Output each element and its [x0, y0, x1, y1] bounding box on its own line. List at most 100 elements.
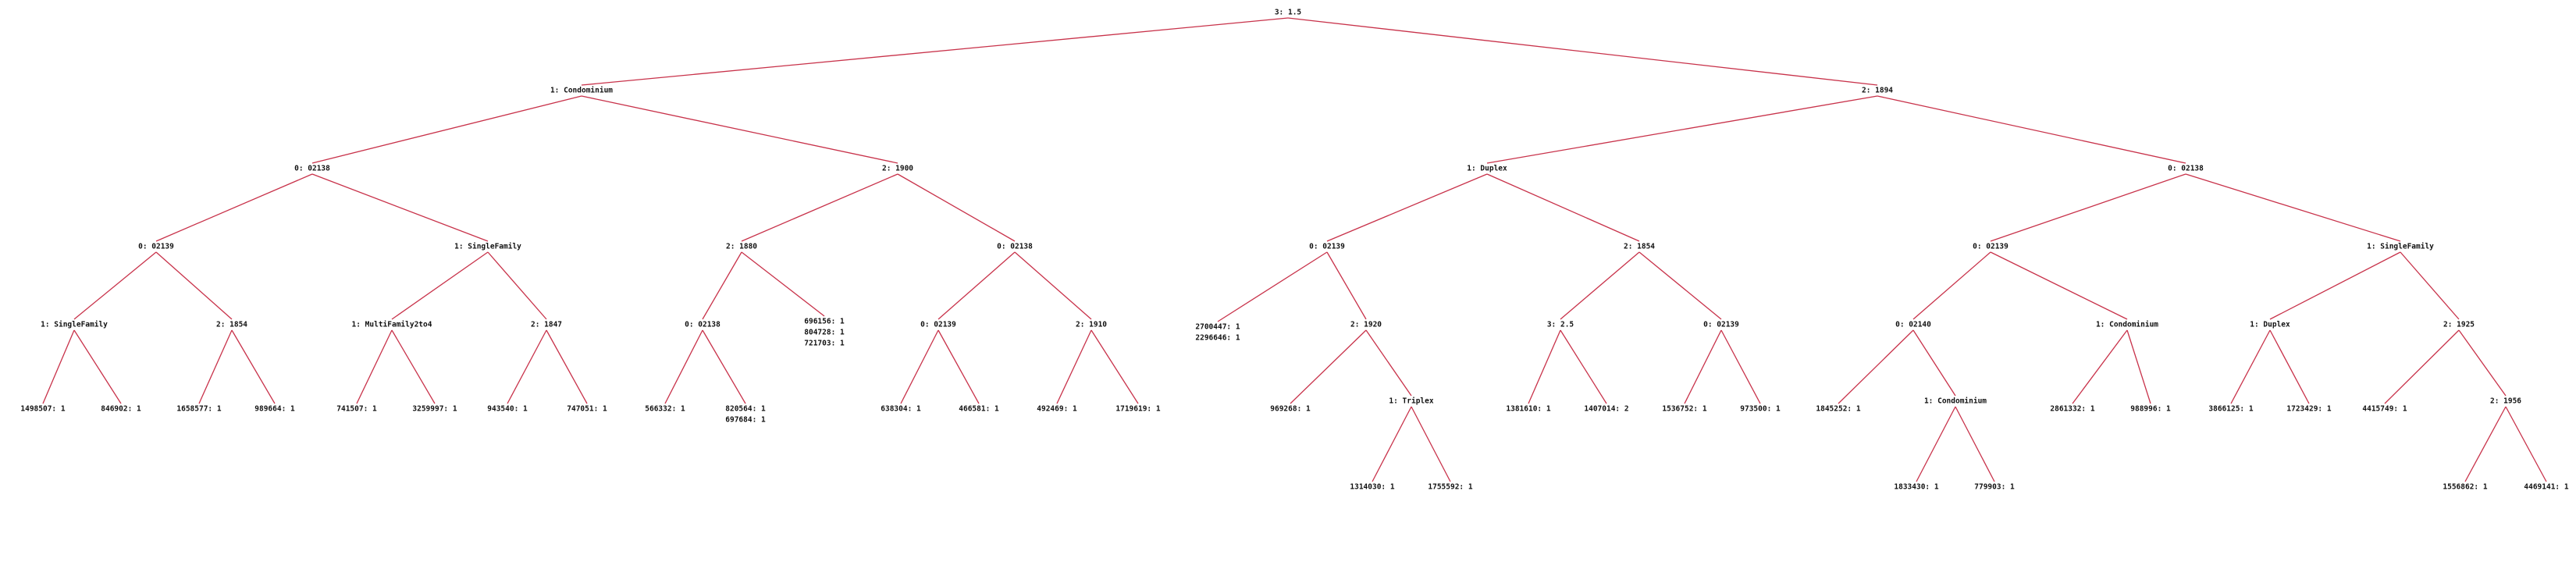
leaf-label: 638304: 1: [881, 405, 921, 414]
edge-l27: [2072, 329, 2128, 404]
node-label: 1: SingleFamily: [454, 243, 521, 251]
leaf-l22: 1536752: 1: [1662, 405, 1706, 414]
edge-n1: [581, 17, 1289, 86]
edge-n1a1: [155, 173, 313, 242]
node-label: 2: 1847: [531, 321, 562, 329]
leaf-label: 492469: 1: [1037, 405, 1077, 414]
leaf-l15: 1719619: 1: [1115, 405, 1160, 414]
node-n2b2b2: 2: 1956: [2490, 397, 2521, 406]
node-n2a1b: 2: 1920: [1350, 321, 1382, 329]
leaf-label: 1658577: 1: [176, 405, 221, 414]
leaf-label: 1833430: 1: [1894, 483, 1938, 492]
node-label: 1: Condominium: [1924, 397, 1987, 406]
leaf-l27: 2861332: 1: [2050, 405, 2094, 414]
leaf-label: 779903: 1: [1974, 483, 2015, 492]
leaf-l33: 4469141: 1: [2524, 483, 2568, 492]
edge-n2b2b2: [2458, 329, 2507, 397]
edge-l19: [1411, 406, 1451, 482]
leaf-l1: 1498507: 1: [20, 405, 65, 414]
node-n2b1a: 0: 02140: [1895, 321, 1931, 329]
node-n1b2a: 0: 02139: [920, 321, 956, 329]
node-n2a1b2: 1: Triplex: [1389, 397, 1433, 406]
edge-l11: [741, 251, 825, 317]
leaf-l28: 988996: 1: [2130, 405, 2171, 414]
edge-l15: [1091, 329, 1139, 404]
edge-l30: [2269, 329, 2310, 404]
node-label: 0: 02140: [1895, 321, 1931, 329]
edge-l3: [198, 329, 233, 404]
leaf-l20: 1381610: 1: [1506, 405, 1550, 414]
leaf-label: 4469141: 1: [2524, 483, 2568, 492]
leaf-label: 696156: 1: [804, 318, 845, 326]
leaf-l9: 566332: 1: [645, 405, 685, 414]
edge-l10: [702, 329, 746, 404]
node-n1a1: 0: 02139: [138, 243, 174, 251]
leaf-label: 721703: 1: [804, 340, 845, 348]
node-label: 2: 1910: [1076, 321, 1107, 329]
leaf-label: 943540: 1: [487, 405, 528, 414]
edge-n2b2b: [2400, 251, 2460, 320]
leaf-l29: 3866125: 1: [2208, 405, 2253, 414]
node-label: 0: 02139: [1309, 243, 1345, 251]
node-label: 2: 1880: [726, 243, 757, 251]
node-n1b2: 0: 02138: [997, 243, 1033, 251]
edge-n1b: [581, 95, 898, 164]
node-label: 2: 1956: [2490, 397, 2521, 406]
node-label: 0: 02139: [1973, 243, 2008, 251]
node-n2a2: 2: 1854: [1624, 243, 1655, 251]
edge-l9: [664, 329, 703, 404]
node-n1: 1: Condominium: [550, 87, 613, 95]
node-n1a2b: 2: 1847: [531, 321, 562, 329]
edge-l32: [2464, 406, 2507, 482]
edge-l1: [42, 329, 75, 404]
node-label: 1: SingleFamily: [41, 321, 108, 329]
edge-l23: [1720, 329, 1761, 404]
leaf-label: 969268: 1: [1270, 405, 1311, 414]
leaf-l7: 943540: 1: [487, 405, 528, 414]
leaf-l2: 846902: 1: [101, 405, 141, 414]
leaf-label: 4415749: 1: [2362, 405, 2407, 414]
edge-l29: [2230, 329, 2271, 404]
edge-l17: [1290, 329, 1367, 404]
leaf-l8: 747051: 1: [567, 405, 607, 414]
edge-n1b2b: [1014, 251, 1092, 320]
edge-l24: [1838, 329, 1914, 404]
leaf-label: 2700447: 1: [1195, 323, 1240, 332]
edge-n1a2: [311, 173, 489, 242]
node-n1a2a: 1: MultiFamily2to4: [352, 321, 432, 329]
node-n2: 2: 1894: [1862, 87, 1893, 95]
leaf-l6: 3259997: 1: [412, 405, 457, 414]
node-label: 1: SingleFamily: [2367, 243, 2434, 251]
leaf-label: 1314030: 1: [1350, 483, 1394, 492]
node-label: 2: 1920: [1350, 321, 1382, 329]
leaf-label: 1407014: 2: [1584, 405, 1628, 414]
leaf-l31: 4415749: 1: [2362, 405, 2407, 414]
leaf-l21: 1407014: 2: [1584, 405, 1628, 414]
node-label: 2: 1900: [882, 165, 913, 173]
leaf-label: 1723429: 1: [2286, 405, 2331, 414]
edge-l28: [2126, 329, 2151, 404]
leaf-l18: 1314030: 1: [1350, 483, 1394, 492]
edge-l12: [900, 329, 939, 404]
leaf-l17: 969268: 1: [1270, 405, 1311, 414]
leaf-label: 1381610: 1: [1506, 405, 1550, 414]
leaf-label: 846902: 1: [101, 405, 141, 414]
leaf-l25: 1833430: 1: [1894, 483, 1938, 492]
node-label: 0: 02139: [920, 321, 956, 329]
leaf-l19: 1755592: 1: [1428, 483, 1472, 492]
node-n1b: 2: 1900: [882, 165, 913, 173]
edge-n2a2a: [1560, 251, 1640, 320]
node-n2b2: 1: SingleFamily: [2367, 243, 2434, 251]
leaf-l14: 492469: 1: [1037, 405, 1077, 414]
node-label: 0: 02138: [294, 165, 330, 173]
leaf-label: 3259997: 1: [412, 405, 457, 414]
edge-n1b1: [741, 173, 898, 242]
leaf-label: 2861332: 1: [2050, 405, 2094, 414]
leaf-label: 1845252: 1: [1816, 405, 1860, 414]
edge-n1a2a: [391, 251, 489, 320]
edge-n2a1: [1326, 173, 1488, 242]
